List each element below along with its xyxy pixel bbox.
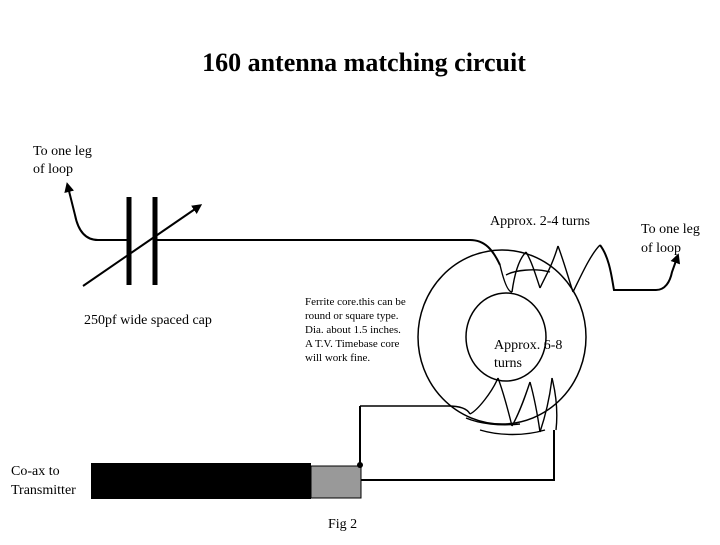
secondary-turns-label-line1: Approx. 6-8 — [494, 338, 562, 353]
figure-caption: Fig 2 — [328, 517, 357, 532]
toroid-outer — [417, 249, 587, 425]
right-loop-label-line2: of loop — [641, 241, 681, 256]
left-loop-label: To one leg of loop — [33, 144, 92, 177]
primary-winding — [499, 244, 601, 293]
coax-label: Co-ax to Transmitter — [11, 464, 76, 498]
ferrite-note-line3: Dia. about 1.5 inches. — [305, 324, 401, 336]
ferrite-note-line1: Ferrite core.this can be — [305, 296, 406, 308]
coax-shield — [310, 465, 362, 499]
coax-label-line1: Co-ax to — [11, 464, 60, 479]
toroid-inner — [465, 292, 547, 382]
variable-capacitor — [82, 197, 203, 287]
coax-label-line2: Transmitter — [11, 483, 76, 498]
secondary-turns-label: Approx. 6-8 turns — [494, 338, 562, 371]
right-loop-label: To one leg of loop — [641, 222, 700, 256]
left-loop-label-line1: To one leg — [33, 144, 92, 159]
ferrite-note-line4: A T.V. Timebase core — [305, 338, 400, 350]
coax-cable — [91, 406, 555, 499]
ferrite-note-line5: will work fine. — [305, 352, 370, 364]
secondary-turns-label-line2: turns — [494, 356, 522, 371]
ferrite-toroid — [417, 249, 587, 425]
coax-jacket — [91, 463, 311, 499]
primary-turns-label: Approx. 2-4 turns — [490, 214, 590, 229]
capacitor-to-primary-wire — [155, 239, 501, 266]
diagram-title: 160 antenna matching circuit — [202, 48, 526, 77]
right-loop-label-line1: To one leg — [641, 222, 700, 237]
right-loop-lead — [599, 244, 681, 291]
left-loop-lead — [64, 182, 128, 241]
coax-junction-dot — [357, 462, 363, 468]
secondary-winding — [360, 377, 558, 436]
coax-return-lead — [361, 430, 555, 481]
ferrite-note: Ferrite core.this can be round or square… — [305, 296, 406, 364]
ferrite-note-line2: round or square type. — [305, 310, 399, 322]
capacitor-variable-arrow — [82, 204, 203, 287]
capacitor-label: 250pf wide spaced cap — [84, 313, 212, 328]
left-loop-label-line2: of loop — [33, 162, 73, 177]
